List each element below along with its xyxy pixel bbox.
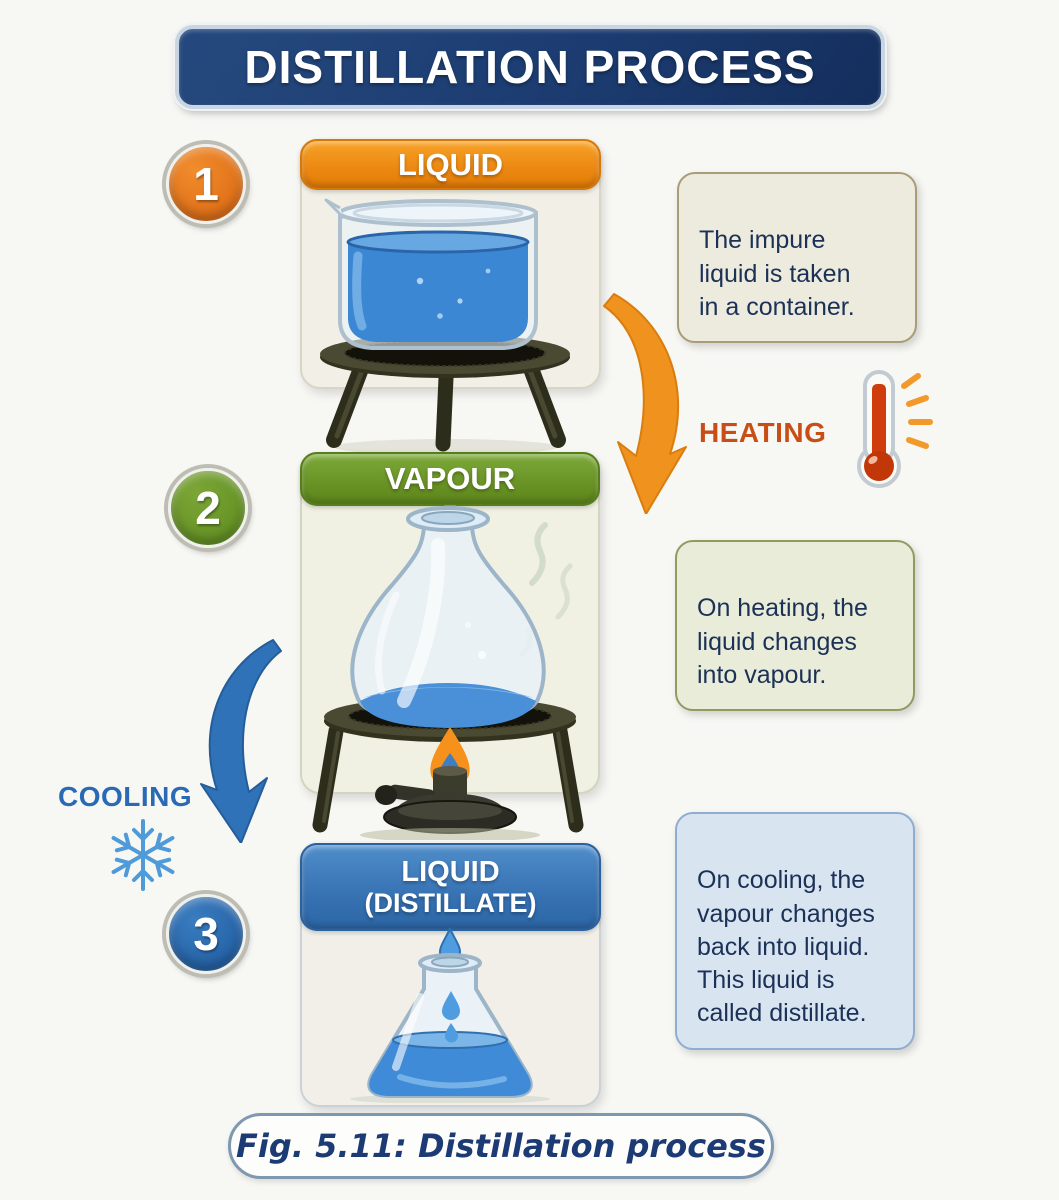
step3-banner-line2: (DISTILLATE): [364, 888, 537, 919]
step2-card: VAPOUR: [300, 452, 600, 794]
step1-description-box: The impure liquid is taken in a containe…: [677, 172, 917, 343]
cooling-label: COOLING: [58, 781, 192, 813]
step2-description: On heating, the liquid changes into vapo…: [697, 594, 868, 689]
step3-description-box: On cooling, the vapour changes back into…: [675, 812, 915, 1050]
heating-text: HEATING: [699, 417, 827, 448]
thermometer-icon: [857, 370, 933, 488]
step3-description: On cooling, the vapour changes back into…: [697, 866, 875, 1028]
step1-banner: LIQUID: [300, 139, 601, 190]
flask-on-burner-illustration: [312, 505, 584, 840]
title-banner: DISTILLATION PROCESS: [175, 25, 885, 109]
beaker-on-stand-illustration: [320, 198, 570, 455]
step2-banner: VAPOUR: [300, 452, 600, 506]
figure-caption: Fig. 5.11: Distillation process: [228, 1113, 774, 1179]
step3-number: 3: [193, 908, 219, 960]
step1-description: The impure liquid is taken in a containe…: [699, 226, 855, 321]
step1-number-badge: 1: [166, 144, 246, 224]
step2-banner-label: VAPOUR: [384, 461, 516, 496]
step1-number: 1: [193, 158, 219, 210]
step3-banner: LIQUID (DISTILLATE): [300, 843, 601, 931]
step2-number-badge: 2: [168, 468, 248, 548]
snowflake-icon: [107, 819, 179, 891]
figure-caption-text: Fig. 5.11: Distillation process: [236, 1127, 766, 1165]
cooling-arrow-icon: [200, 639, 282, 843]
cooling-text: COOLING: [58, 781, 193, 812]
step3-number-badge: 3: [166, 894, 246, 974]
step1-banner-label: LIQUID: [397, 146, 504, 182]
step2-number: 2: [195, 482, 221, 534]
heating-label: HEATING: [699, 417, 826, 449]
step2-description-box: On heating, the liquid changes into vapo…: [675, 540, 915, 711]
conical-flask-illustration: [350, 927, 550, 1103]
page-title: DISTILLATION PROCESS: [244, 41, 816, 93]
heating-arrow-icon: [603, 293, 687, 514]
step3-banner-line1: LIQUID: [401, 855, 500, 888]
